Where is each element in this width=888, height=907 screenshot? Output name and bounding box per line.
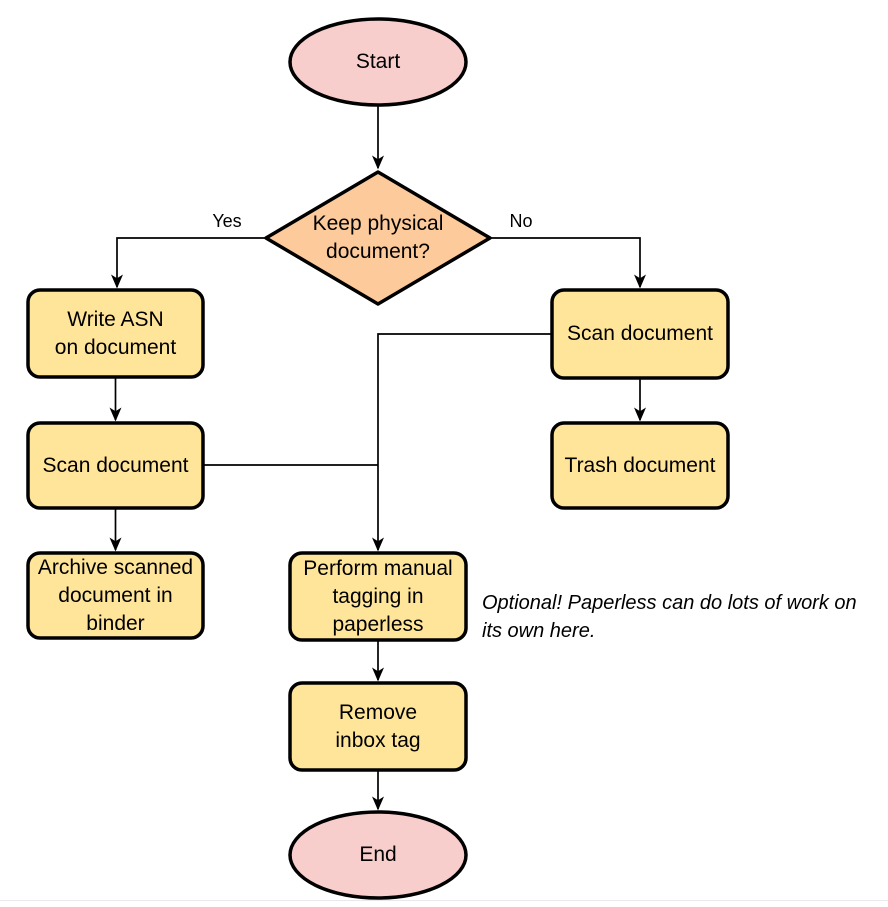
archive-node-shape [26, 551, 205, 640]
tagging-node-shape [288, 551, 468, 642]
decision-node-shape [264, 170, 492, 306]
trash-node-shape [550, 421, 730, 510]
write-asn-node-shape [26, 288, 205, 379]
edges [109, 105, 646, 811]
remove-inbox-node-shape [288, 681, 468, 772]
start-node-shape [288, 17, 468, 107]
end-node-shape [288, 810, 468, 900]
optional-annotation: Optional! Paperless can do lots of work … [482, 592, 857, 642]
edge-decision-yes [111, 237, 266, 289]
edge-scanright-to-tagging [372, 333, 552, 552]
scan-left-node-shape [26, 421, 205, 510]
scan-right-node-shape [550, 288, 730, 380]
edge-decision-no [490, 237, 646, 289]
window-bottom-edge [0, 900, 888, 901]
